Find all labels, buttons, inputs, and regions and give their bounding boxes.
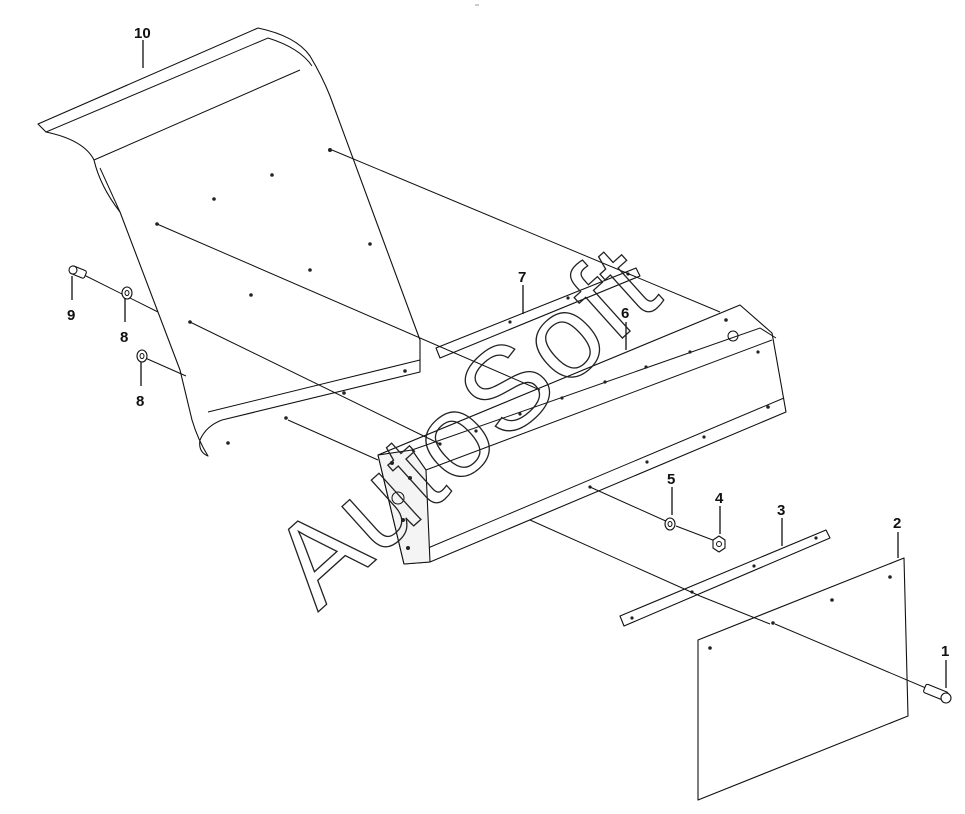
callout-3: 3 bbox=[777, 502, 785, 519]
assembly-lines bbox=[77, 149, 941, 695]
callout-1: 1 bbox=[941, 643, 949, 660]
leader-lines bbox=[71, 40, 947, 688]
part-5-washer bbox=[664, 517, 676, 531]
part-2-flap bbox=[697, 557, 909, 801]
main-channel-beam bbox=[377, 304, 787, 565]
callout-2: 2 bbox=[893, 515, 901, 532]
callout-5: 5 bbox=[667, 471, 675, 488]
part-1-bolt bbox=[923, 683, 952, 704]
callout-6: 6 bbox=[621, 305, 629, 322]
callout-9: 9 bbox=[67, 307, 75, 324]
callout-7: 7 bbox=[518, 269, 526, 286]
part-8-washer-upper bbox=[121, 286, 133, 300]
callout-8-lower: 8 bbox=[136, 393, 144, 410]
header-mark: °° bbox=[475, 4, 479, 10]
part-4-nut bbox=[712, 535, 726, 553]
callout-labels: 10 7 6 9 8 8 5 4 3 2 1 bbox=[67, 25, 949, 660]
part-3-flat-bar bbox=[619, 529, 831, 627]
part-9-bolt bbox=[68, 265, 87, 279]
part-10-shield-panel bbox=[37, 27, 421, 457]
part-7-strip bbox=[435, 267, 641, 359]
callout-10: 10 bbox=[134, 25, 151, 42]
callout-8-upper: 8 bbox=[120, 329, 128, 346]
part-8-washer-lower bbox=[136, 349, 148, 363]
callout-4: 4 bbox=[715, 490, 724, 507]
